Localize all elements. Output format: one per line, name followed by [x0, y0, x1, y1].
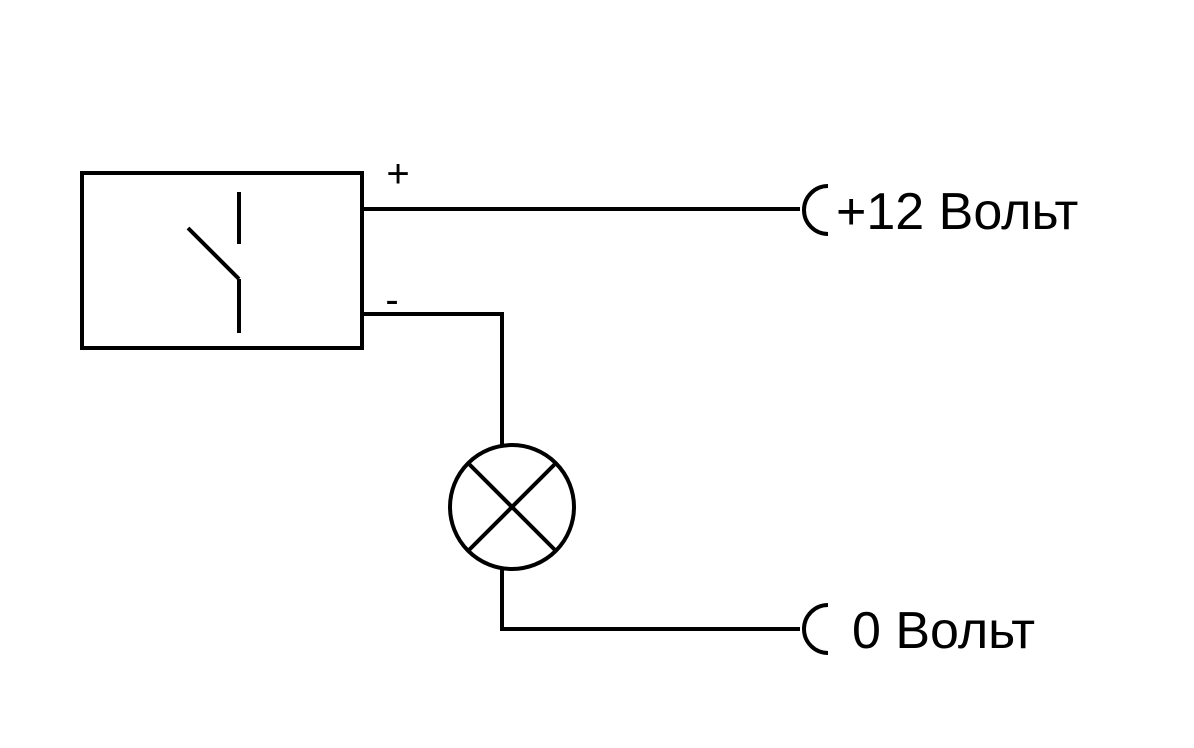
switch-block: + - — [80, 152, 410, 350]
negative-wire — [362, 312, 504, 445]
terminal-positive: +12 Вольт — [802, 183, 1078, 241]
wires — [362, 207, 800, 631]
lamp-cross-b — [466, 461, 558, 553]
minus-polarity-label: - — [385, 278, 398, 322]
lamp-icon — [448, 443, 576, 571]
lamp-circle — [448, 443, 576, 571]
terminal-positive-icon — [802, 184, 829, 236]
switch-blade — [186, 226, 241, 281]
terminal-ground: 0 Вольт — [802, 602, 1035, 660]
terminal-ground-label: 0 Вольт — [852, 602, 1035, 660]
switch-icon — [186, 192, 241, 333]
ground-wire — [500, 569, 800, 631]
terminal-ground-icon — [802, 603, 829, 655]
terminal-positive-label: +12 Вольт — [836, 183, 1078, 241]
plus-polarity-label: + — [386, 152, 409, 196]
switch-block-box — [80, 171, 364, 350]
